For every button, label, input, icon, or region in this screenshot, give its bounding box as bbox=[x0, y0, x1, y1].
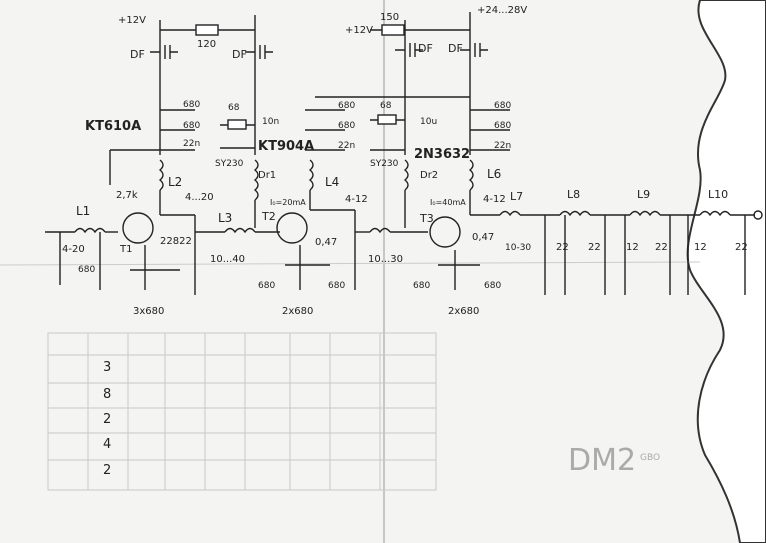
label-c22n-b: 22n bbox=[338, 141, 355, 151]
label-r-150: 150 bbox=[380, 12, 399, 23]
label-r-120: 120 bbox=[197, 39, 216, 50]
label-2x680-b: 2x680 bbox=[448, 306, 479, 317]
label-t3: T3 bbox=[419, 212, 434, 225]
label-r680-input: 680 bbox=[78, 265, 95, 275]
label-c680-b: 680 bbox=[183, 121, 200, 131]
circuit-wiring bbox=[45, 12, 763, 295]
label-df-1: DF bbox=[130, 48, 145, 61]
label-t2-current: I₀=20mA bbox=[270, 198, 306, 207]
label-t1: T1 bbox=[119, 244, 132, 255]
label-zener-1: SY230 bbox=[215, 159, 244, 169]
label-c-22-c: 22 bbox=[655, 242, 668, 253]
label-supply-mid: +12V bbox=[345, 25, 373, 36]
label-c680-a: 680 bbox=[183, 100, 200, 110]
table-row-4: 4 bbox=[103, 437, 111, 452]
label-trim-4-12-b: 4-12 bbox=[483, 194, 506, 205]
label-c680-t2: 680 bbox=[328, 281, 345, 291]
label-l8: L8 bbox=[567, 188, 580, 201]
label-l10: L10 bbox=[708, 188, 728, 201]
fold-line-horizontal bbox=[0, 261, 701, 266]
label-c-22822: 22822 bbox=[160, 236, 192, 247]
label-c10n: 10n bbox=[262, 117, 279, 127]
label-l1: L1 bbox=[76, 204, 90, 218]
label-c680-c: 680 bbox=[338, 101, 355, 111]
label-2x680-a: 2x680 bbox=[282, 306, 313, 317]
label-r680-t2: 680 bbox=[258, 281, 275, 291]
label-trim-10-40: 10...40 bbox=[210, 254, 245, 265]
label-df-4: DF bbox=[448, 42, 463, 55]
label-c-22-b: 22 bbox=[588, 242, 601, 253]
label-c680-d: 680 bbox=[338, 121, 355, 131]
label-l4: L4 bbox=[325, 175, 339, 189]
label-c680-f: 680 bbox=[494, 121, 511, 131]
label-trim-4-20: 4-20 bbox=[62, 244, 85, 255]
label-zener-2: SY230 bbox=[370, 159, 399, 169]
label-c10u: 10u bbox=[420, 117, 437, 127]
label-trim-4-12-a: 4-12 bbox=[345, 194, 368, 205]
label-trim-10-30: 10...30 bbox=[368, 254, 403, 265]
label-trim-10-30b: 10-30 bbox=[505, 243, 531, 253]
label-df-2: DF bbox=[232, 48, 247, 61]
table-row-3: 2 bbox=[103, 412, 111, 427]
table-row-1: 3 bbox=[103, 360, 111, 375]
label-supply-left: +12V bbox=[118, 15, 146, 26]
label-trim-4-20-top: 4...20 bbox=[185, 192, 214, 203]
label-r-047-a: 0,47 bbox=[315, 237, 337, 248]
label-dr1: Dr1 bbox=[258, 170, 276, 181]
label-l6: L6 bbox=[487, 167, 501, 181]
label-c680-t3: 680 bbox=[484, 281, 501, 291]
label-t2-type: KT904A bbox=[258, 139, 314, 154]
label-c-22-d: 22 bbox=[735, 242, 748, 253]
faded-table bbox=[47, 332, 437, 491]
label-c-12-b: 12 bbox=[694, 242, 707, 253]
label-t1-type: KT610A bbox=[85, 119, 141, 134]
label-r68-a: 68 bbox=[228, 103, 240, 113]
table-row-5: 2 bbox=[103, 463, 111, 478]
label-c-22-a: 22 bbox=[556, 242, 569, 253]
label-l9: L9 bbox=[637, 188, 650, 201]
table-row-2: 8 bbox=[103, 387, 111, 402]
label-r-047-b: 0,47 bbox=[472, 232, 494, 243]
label-3x680: 3x680 bbox=[133, 306, 164, 317]
label-c22n-c: 22n bbox=[494, 141, 511, 151]
label-c680-e: 680 bbox=[494, 101, 511, 111]
label-l7: L7 bbox=[510, 190, 523, 203]
label-l3: L3 bbox=[218, 211, 232, 225]
label-df-3: DF bbox=[418, 42, 433, 55]
label-t3-current: I₀=40mA bbox=[430, 198, 466, 207]
label-c22n-a: 22n bbox=[183, 139, 200, 149]
stamp-small-text: GBO bbox=[640, 453, 660, 463]
label-t2: T2 bbox=[261, 210, 276, 223]
label-supply-right: +24...28V bbox=[477, 5, 527, 16]
label-l2: L2 bbox=[168, 175, 182, 189]
torn-edge bbox=[686, 0, 766, 543]
label-c-12-a: 12 bbox=[626, 242, 639, 253]
label-t3-type: 2N3632 bbox=[414, 147, 470, 162]
label-dr2: Dr2 bbox=[420, 170, 438, 181]
label-r68-b: 68 bbox=[380, 101, 392, 111]
label-r680-t3: 680 bbox=[413, 281, 430, 291]
stamp-text: DM2 bbox=[568, 443, 636, 478]
label-r-2k7: 2,7k bbox=[116, 190, 138, 201]
